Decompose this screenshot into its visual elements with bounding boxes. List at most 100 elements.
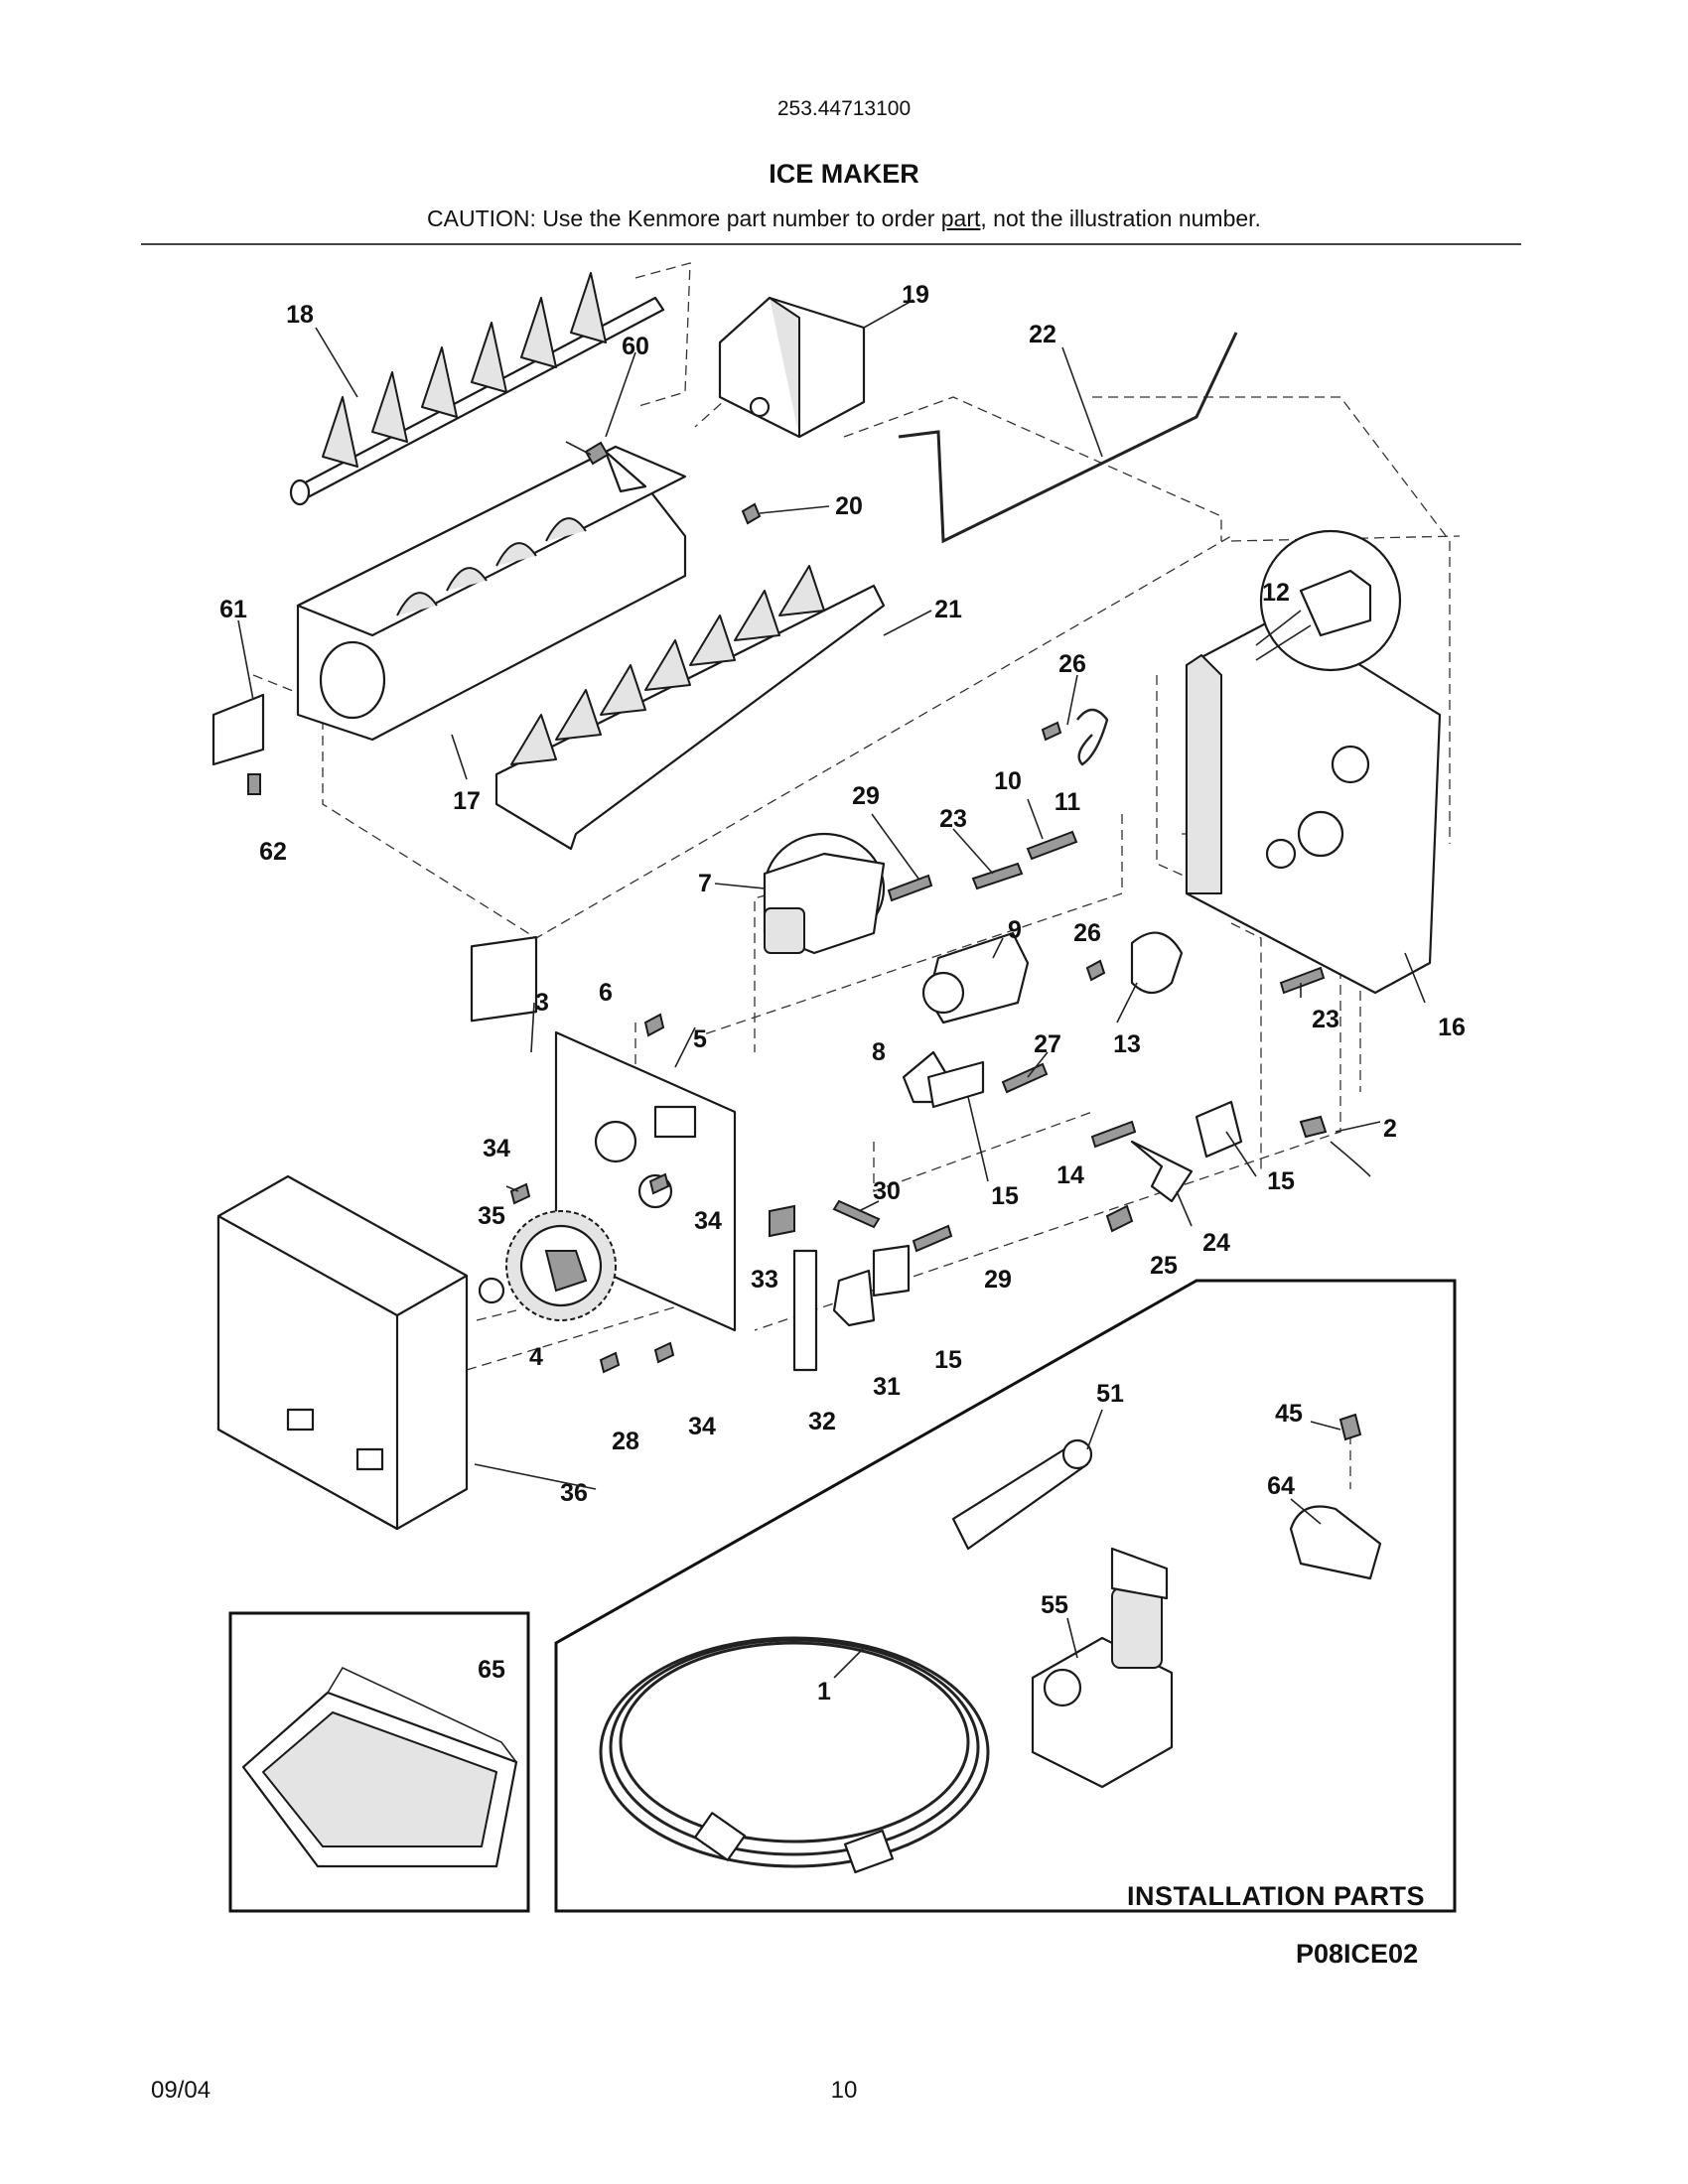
callout-36: 36 [560, 1479, 588, 1507]
ejector-part-18 [289, 272, 665, 506]
callout-60: 60 [622, 333, 649, 360]
callout-29a: 29 [852, 782, 880, 810]
installation-parts-label: INSTALLATION PARTS [1127, 1881, 1425, 1911]
callout-55: 55 [1041, 1591, 1068, 1619]
callout-12: 12 [1262, 579, 1290, 607]
callout-13: 13 [1113, 1030, 1141, 1058]
callout-28: 28 [612, 1428, 639, 1455]
callout-leader-lines [237, 299, 1426, 1227]
callout-10: 10 [994, 767, 1022, 795]
header-divider [141, 243, 1521, 245]
callout-2: 2 [1383, 1115, 1397, 1143]
screw-part-23b [1279, 966, 1326, 995]
callout-34a: 34 [483, 1135, 510, 1162]
connector-detail-part-12 [1255, 529, 1402, 672]
lever-part-24 [1130, 1140, 1194, 1203]
callout-7: 7 [698, 870, 712, 897]
water-valve-part-55 [1031, 1547, 1174, 1789]
screw-part-2 [1299, 1115, 1328, 1139]
callout-18: 18 [286, 301, 314, 329]
callout-64: 64 [1267, 1472, 1295, 1500]
callout-4: 4 [529, 1343, 543, 1371]
screw-part-28 [599, 1351, 621, 1374]
bracket-part-61 [211, 693, 265, 766]
gear-part-4 [505, 1210, 617, 1321]
callout-6: 6 [599, 979, 613, 1007]
callout-32: 32 [808, 1408, 836, 1435]
screw-part-26a [1041, 721, 1062, 742]
caution-note: CAUTION: Use the Kenmore part number to … [0, 205, 1688, 232]
screw-part-25 [1105, 1204, 1134, 1233]
page-title: ICE MAKER [769, 159, 919, 189]
screw-part-6 [643, 1013, 665, 1037]
cover-part-19 [718, 296, 866, 439]
bail-arm-part-22 [898, 332, 1238, 544]
washer-part-35 [478, 1277, 505, 1304]
callout-1: 1 [817, 1678, 831, 1706]
screw-part-60 [584, 441, 610, 466]
footer-date: 09/04 [151, 2077, 211, 2104]
callout-34c: 34 [688, 1413, 716, 1440]
tubing-part-1 [599, 1636, 990, 1874]
caution-prefix: CAUTION: Use the Kenmore part number to … [427, 205, 941, 231]
callout-23b: 23 [1312, 1006, 1339, 1033]
spring-part-33 [769, 1204, 795, 1238]
callout-65: 65 [478, 1656, 505, 1684]
callout-17: 17 [453, 787, 481, 815]
ice-bucket-frame [228, 1611, 530, 1913]
callout-15a: 15 [991, 1182, 1019, 1210]
model-number: 253.44713100 [776, 97, 912, 120]
switch-part-15a [926, 1060, 985, 1109]
callout-35: 35 [478, 1202, 505, 1230]
thermostat-part-9 [921, 931, 1030, 1024]
screw-part-34b [648, 1172, 670, 1195]
callout-51: 51 [1096, 1380, 1124, 1408]
callout-19: 19 [902, 281, 929, 309]
screw-part-34c [653, 1341, 675, 1364]
callout-21: 21 [934, 596, 962, 623]
callout-23a: 23 [939, 805, 967, 833]
adapter-part-51 [951, 1438, 1093, 1551]
callout-15b: 15 [1267, 1167, 1295, 1195]
caution-suffix: , not the illustration number. [980, 205, 1261, 231]
diagram-code: P08ICE02 [1296, 1939, 1419, 1969]
housing-part-16 [1185, 614, 1442, 995]
heater-part-13 [1130, 931, 1184, 995]
screw-part-29b [912, 1224, 953, 1253]
callout-34b: 34 [694, 1207, 722, 1235]
callout-14: 14 [1056, 1161, 1084, 1189]
callout-29b: 29 [984, 1266, 1012, 1294]
callout-16: 16 [1438, 1014, 1466, 1041]
clip-part-11 [1076, 708, 1109, 766]
callout-leaders-lower [474, 1185, 1341, 1679]
callout-25: 25 [1150, 1252, 1178, 1280]
callout-5: 5 [693, 1025, 707, 1053]
motor-part-7 [763, 832, 886, 955]
screw-part-45 [1338, 1413, 1362, 1441]
callout-22: 22 [1029, 321, 1056, 348]
screw-part-62 [247, 773, 261, 795]
callout-3: 3 [535, 989, 549, 1017]
callout-26b: 26 [1073, 919, 1101, 947]
callout-labels: 18 60 19 22 20 61 21 12 26 17 62 29 10 1… [219, 281, 1466, 1706]
screw-part-23a [971, 862, 1024, 890]
callout-33: 33 [751, 1266, 778, 1294]
mold-part-17 [296, 445, 687, 742]
screw-part-27 [1001, 1062, 1049, 1094]
screw-part-34a [509, 1182, 531, 1205]
screw-part-30 [832, 1199, 881, 1229]
callout-45: 45 [1275, 1400, 1303, 1428]
callout-8: 8 [872, 1038, 886, 1066]
switch-part-15c [872, 1244, 911, 1297]
clamp-part-64 [1289, 1505, 1382, 1580]
caution-part-link[interactable]: part [940, 205, 981, 231]
callout-26a: 26 [1058, 650, 1086, 678]
callout-24: 24 [1202, 1229, 1230, 1257]
callout-62: 62 [259, 838, 287, 866]
switch-part-15b [1195, 1100, 1243, 1159]
callout-31: 31 [873, 1373, 901, 1401]
callout-15c: 15 [934, 1346, 962, 1374]
callout-27: 27 [1034, 1030, 1061, 1058]
screw-part-14 [1090, 1120, 1137, 1149]
